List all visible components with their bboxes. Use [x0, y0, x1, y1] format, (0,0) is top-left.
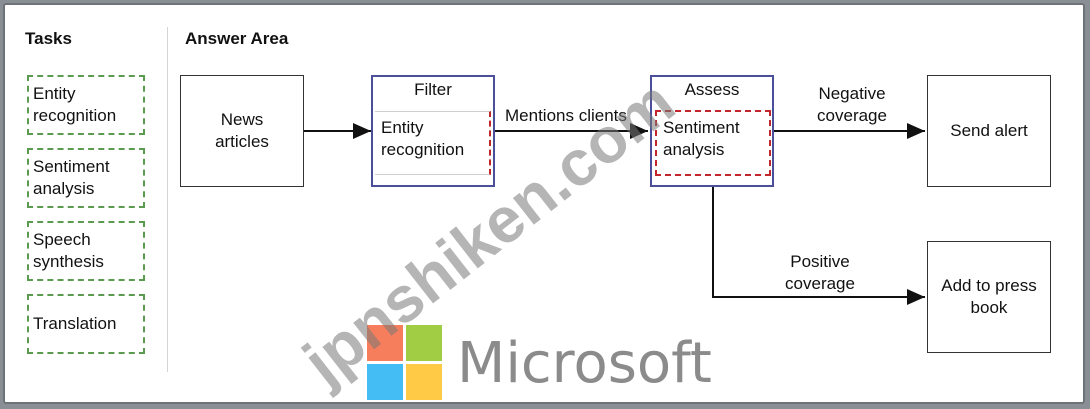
send-alert-label: Send alert [950, 121, 1028, 140]
task-label-line2: analysis [33, 179, 95, 198]
tasks-heading: Tasks [25, 29, 72, 48]
task-label-line1: Entity [33, 84, 76, 103]
filter-slot-line1: Entity [381, 118, 424, 137]
logo-tile-red [367, 325, 403, 361]
task-label-line2: synthesis [33, 252, 104, 271]
connector-layer [304, 123, 925, 305]
task-label-line2: recognition [33, 106, 117, 125]
negative-line2: coverage [817, 106, 887, 125]
logo-tile-yellow [406, 364, 442, 400]
task-label-line1: Translation [33, 314, 117, 333]
panel-divider [167, 27, 168, 372]
task-label-line1: Sentiment [33, 157, 110, 176]
exam-frame: Tasks Answer Area Entity recognition Sent… [3, 3, 1085, 404]
arrow-assess-to-press [712, 186, 925, 305]
positive-coverage-label: Positive coverage [745, 251, 895, 295]
filter-title: Filter [414, 80, 452, 99]
press-line2: book [970, 298, 1008, 317]
microsoft-watermark: Microsoft [457, 331, 712, 396]
negative-coverage-label: Negative coverage [777, 83, 927, 127]
assess-slot-line2: analysis [663, 140, 725, 159]
send-alert-box: Send alert [927, 75, 1051, 187]
task-entity-recognition[interactable]: Entity recognition [27, 75, 145, 135]
assess-slot-line1: Sentiment [663, 118, 740, 137]
press-line1: Add to press [941, 276, 1037, 295]
assess-title: Assess [684, 80, 740, 99]
news-line2: articles [215, 132, 269, 151]
news-articles-box: News articles [180, 75, 304, 187]
logo-tile-blue [367, 364, 403, 400]
assess-step: Assess Sentiment analysis [650, 75, 774, 187]
task-sentiment-analysis[interactable]: Sentiment analysis [27, 148, 145, 208]
positive-line1: Positive [790, 252, 850, 271]
task-label-line1: Speech [33, 230, 91, 249]
mentions-clients-label: Mentions clients [505, 106, 627, 125]
news-line1: News [220, 110, 264, 129]
filter-slot-line2: recognition [381, 140, 465, 159]
answer-area-heading: Answer Area [185, 29, 289, 48]
task-translation[interactable]: Translation [27, 294, 145, 354]
positive-line2: coverage [785, 274, 855, 293]
assess-answer-slot[interactable]: Sentiment analysis [655, 110, 771, 176]
task-speech-synthesis[interactable]: Speech synthesis [27, 221, 145, 281]
logo-tile-green [406, 325, 442, 361]
filter-answer-slot[interactable]: Entity recognition [375, 111, 491, 175]
negative-line1: Negative [818, 84, 886, 103]
filter-step: Filter Entity recognition [371, 75, 495, 187]
add-to-press-book-box: Add to press book [927, 241, 1051, 353]
